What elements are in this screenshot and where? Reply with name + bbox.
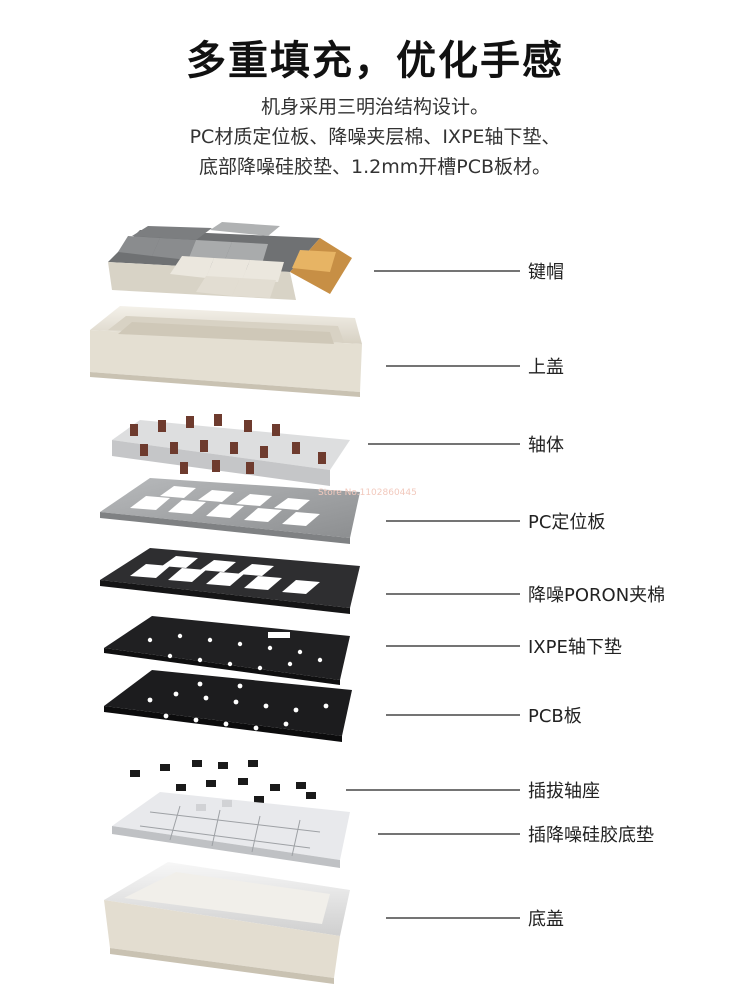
layer-label-7: PCB板 [528,706,582,727]
pcb-layer [104,670,352,742]
poron-foam-layer [100,548,360,614]
layer-label-6: IXPE轴下垫 [528,637,622,658]
page-title: 多重填充，优化手感 [186,38,564,84]
layer-label-10: 底盖 [528,909,564,930]
layer-label-1: 键帽 [528,262,564,283]
keycaps-layer [108,222,352,300]
label-connector-lines [346,270,520,919]
layer-label-9: 插降噪硅胶底垫 [528,825,654,846]
layer-label-8: 插拔轴座 [528,781,600,802]
layer-label-4: PC定位板 [528,512,606,533]
switches-layer [112,414,350,486]
bottom-case-layer [104,862,350,984]
top-cover-layer [90,306,362,397]
subtitle-line-2: PC材质定位板、降噪夹层棉、IXPE轴下垫、 [189,126,561,148]
layer-label-5: 降噪PORON夹棉 [528,585,666,606]
layer-label-3: 轴体 [528,435,564,456]
pc-plate-layer [100,478,360,544]
subtitle-line-3: 底部降噪硅胶垫、1.2mm开槽PCB板材。 [199,156,551,178]
store-watermark: Store No.1102860445 [318,488,417,498]
layer-label-2: 上盖 [528,357,564,378]
subtitle-line-1: 机身采用三明治结构设计。 [260,96,489,118]
ixpe-pad-layer [104,616,350,685]
silicone-pad-layer [112,792,350,868]
